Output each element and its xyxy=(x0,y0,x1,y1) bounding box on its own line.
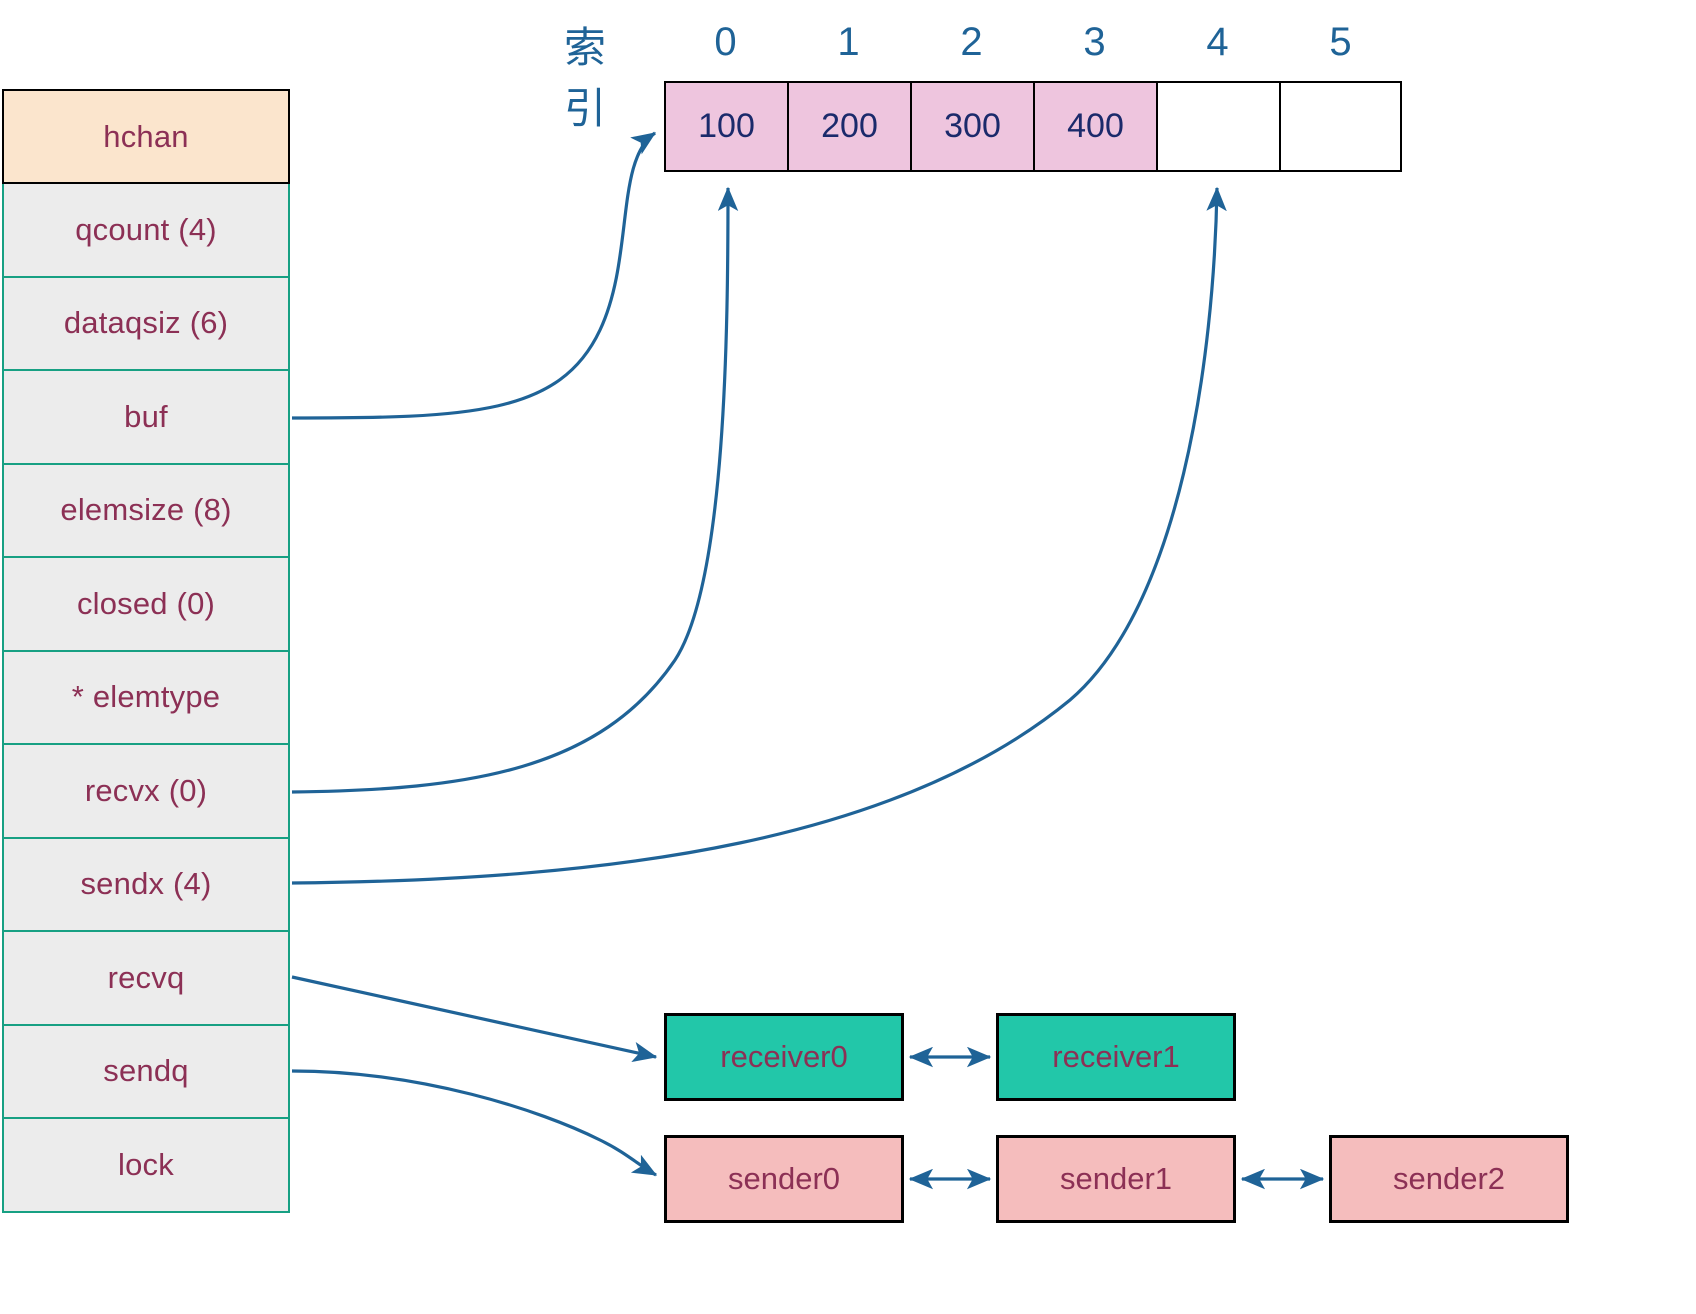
arrow-sendq-to-sender0 xyxy=(291,1069,658,1177)
hchan-field-elemsize: elemsize (8) xyxy=(2,464,290,558)
hchan-struct-table: hchan qcount (4) dataqsiz (6) buf elemsi… xyxy=(2,89,290,1213)
hchan-field-recvx: recvx (0) xyxy=(2,745,290,839)
arrow-recvq-to-receiver0 xyxy=(291,975,658,1063)
hchan-field-dataqsiz: dataqsiz (6) xyxy=(2,277,290,371)
buffer-index-4: 4 xyxy=(1206,20,1229,64)
buffer-cell-4 xyxy=(1156,81,1279,172)
hchan-header: hchan xyxy=(2,89,290,184)
sendq-node-sender1: sender1 xyxy=(996,1135,1236,1223)
arrow-recvx-to-cell0 xyxy=(291,186,739,794)
hchan-field-buf: buf xyxy=(2,371,290,465)
buffer-cell-0: 100 xyxy=(664,81,787,172)
buffer-index-5: 5 xyxy=(1329,20,1352,64)
buffer-cell-2: 300 xyxy=(910,81,1033,172)
channel-buffer-array: 100 200 300 400 xyxy=(664,81,1402,172)
recvq-node-receiver0: receiver0 xyxy=(664,1013,904,1101)
buffer-cell-3: 400 xyxy=(1033,81,1156,172)
buffer-index-3: 3 xyxy=(1083,20,1106,64)
buffer-cell-5 xyxy=(1279,81,1402,172)
hchan-field-closed: closed (0) xyxy=(2,558,290,652)
hchan-field-lock: lock xyxy=(2,1119,290,1213)
buffer-cell-1: 200 xyxy=(787,81,910,172)
sendq-node-sender0: sender0 xyxy=(664,1135,904,1223)
sendq-node-sender2: sender2 xyxy=(1329,1135,1569,1223)
arrow-buf-to-buffer xyxy=(291,131,657,420)
hchan-field-sendq: sendq xyxy=(2,1025,290,1119)
buffer-index-0: 0 xyxy=(714,20,737,64)
buffer-index-1: 1 xyxy=(837,20,860,64)
arrow-sendx-to-cell4 xyxy=(291,186,1227,885)
hchan-field-sendx: sendx (4) xyxy=(2,838,290,932)
hchan-field-recvq: recvq xyxy=(2,932,290,1026)
recvq-node-receiver1: receiver1 xyxy=(996,1013,1236,1101)
hchan-field-qcount: qcount (4) xyxy=(2,184,290,278)
buffer-index-label: 索引 xyxy=(564,23,607,133)
hchan-field-elemtype: * elemtype xyxy=(2,651,290,745)
buffer-index-2: 2 xyxy=(960,20,983,64)
